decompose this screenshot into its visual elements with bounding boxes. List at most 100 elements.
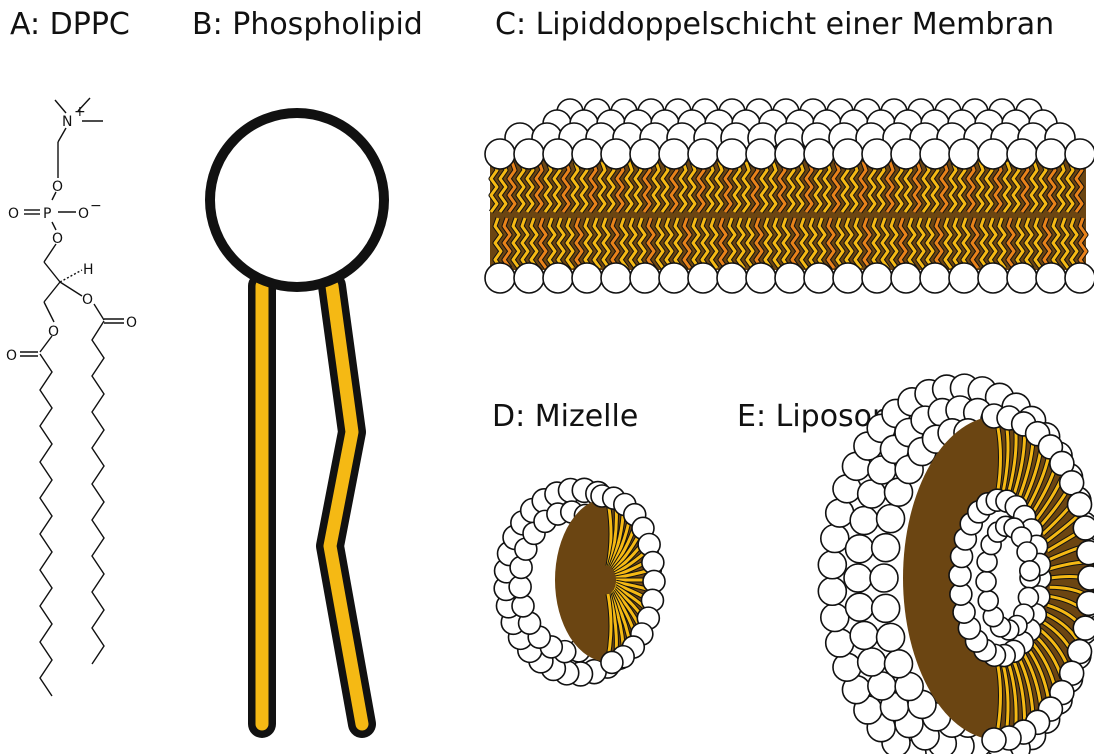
dppc-structure	[20, 98, 124, 696]
lipid-head	[826, 629, 854, 657]
lipid-head	[1077, 541, 1094, 565]
atom-o: O	[52, 231, 63, 247]
lipid-head	[850, 621, 878, 649]
lipid-bilayer	[485, 99, 1094, 293]
lipid-head	[485, 139, 515, 169]
lipid-head	[850, 507, 878, 535]
lipid-head	[1007, 139, 1037, 169]
lipid-head	[872, 534, 900, 562]
atom-n: N	[62, 114, 72, 130]
lipid-head	[1077, 591, 1094, 615]
lipid-head	[688, 139, 718, 169]
lipid-head	[949, 139, 979, 169]
lipid-head	[804, 139, 834, 169]
charge-minus: −	[90, 198, 102, 214]
lipid-head	[543, 263, 573, 293]
lipid-head	[514, 139, 544, 169]
atom-o: O	[48, 324, 59, 340]
bond	[44, 302, 54, 322]
lipid-head	[601, 651, 623, 673]
stereo-bond	[60, 270, 82, 282]
bond	[94, 304, 104, 320]
lipid-head	[1017, 542, 1037, 562]
lipid-head	[630, 139, 660, 169]
lipid-head	[659, 263, 689, 293]
phospholipid-head	[210, 113, 384, 287]
lipid-head	[846, 593, 874, 621]
atom-o: O	[6, 348, 17, 364]
lipid-head	[572, 263, 602, 293]
lipid-head	[688, 263, 718, 293]
lipid-head	[872, 594, 900, 622]
lipid-head	[833, 263, 863, 293]
lipid-head	[1060, 471, 1084, 495]
lipid-head	[844, 564, 872, 592]
lipid-head	[891, 139, 921, 169]
lipid-head	[630, 263, 660, 293]
methyl-bond	[55, 100, 66, 113]
right-fatty-chain	[92, 321, 104, 664]
atom-o: O	[126, 315, 137, 331]
lipid-head	[862, 263, 892, 293]
lipid-head	[821, 524, 849, 552]
charge-plus: +	[74, 104, 86, 120]
liposome	[818, 374, 1094, 754]
bond	[60, 282, 82, 296]
lipid-head	[885, 650, 913, 678]
lipid-head	[978, 139, 1008, 169]
bilayer-bottom-heads	[485, 263, 1094, 293]
lipid-head	[978, 263, 1008, 293]
lipid-head	[858, 648, 886, 676]
lipid-head	[818, 551, 846, 579]
lipid-head	[543, 139, 573, 169]
bond	[58, 128, 66, 142]
bond	[44, 262, 60, 282]
micelle	[494, 478, 665, 686]
lipid-head	[1036, 139, 1066, 169]
lipid-head	[601, 139, 631, 169]
lipid-head	[1068, 492, 1092, 516]
lipid-head	[775, 263, 805, 293]
lipid-head	[1007, 263, 1037, 293]
lipid-head	[1073, 516, 1094, 540]
lipid-head	[818, 577, 846, 605]
lipid-head	[976, 572, 996, 592]
lipid-head	[804, 263, 834, 293]
atom-o: O	[52, 179, 63, 195]
dppc-atom-labels: N + O O P O − O H O O O O	[6, 104, 137, 364]
atom-o: O	[8, 206, 19, 222]
lipid-head	[1036, 263, 1066, 293]
lipid-head	[891, 263, 921, 293]
lipid-head	[717, 139, 747, 169]
lipid-head	[877, 623, 905, 651]
phospholipid-schematic	[210, 113, 384, 724]
lipid-head	[821, 604, 849, 632]
lipid-head	[572, 139, 602, 169]
lipid-head	[601, 263, 631, 293]
atom-p: P	[43, 206, 51, 222]
lipid-head	[1065, 139, 1094, 169]
lipid-head	[1073, 616, 1094, 640]
bilayer-top-heads	[485, 139, 1094, 169]
lipid-head	[717, 263, 747, 293]
lipid-head	[846, 535, 874, 563]
lipid-head	[485, 263, 515, 293]
lipid-head	[1078, 566, 1094, 590]
lipid-head	[920, 263, 950, 293]
lipid-head	[982, 728, 1006, 752]
lipid-head	[920, 139, 950, 169]
atom-o: O	[82, 292, 93, 308]
bond	[52, 222, 56, 230]
left-fatty-chain	[40, 354, 52, 696]
bond	[44, 282, 60, 302]
lipid-head	[1068, 640, 1092, 664]
lipid-head	[978, 591, 998, 611]
atom-o: O	[78, 206, 89, 222]
lipid-head	[877, 505, 905, 533]
lipid-head	[746, 263, 776, 293]
lipid-head	[1065, 263, 1094, 293]
lipid-head	[1020, 561, 1040, 581]
lipid-head	[833, 139, 863, 169]
lipid-head	[775, 139, 805, 169]
